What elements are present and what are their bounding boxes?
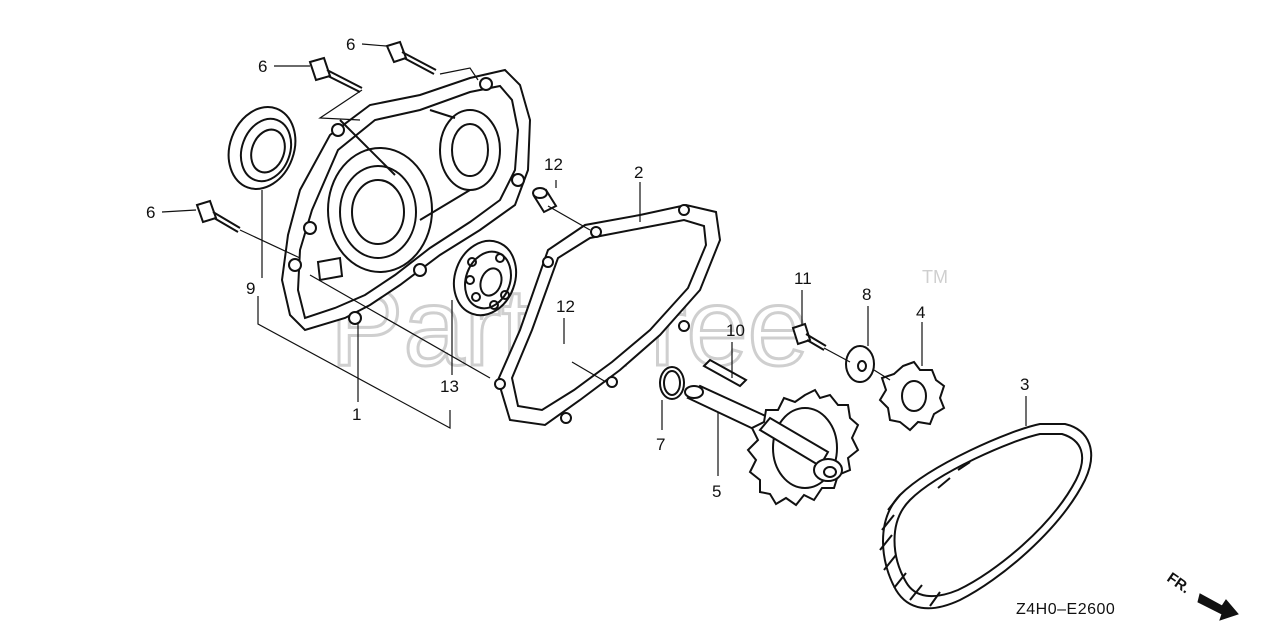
sprocket-shaft-part-5[interactable] <box>684 384 860 507</box>
case-cover-part-1[interactable] <box>280 68 532 332</box>
drive-chain-part-3[interactable] <box>879 423 1093 610</box>
bolt-part-11[interactable] <box>791 322 827 351</box>
leader-lines <box>161 43 1027 476</box>
arrow-right-icon <box>1197 593 1239 621</box>
callout-4[interactable]: 4 <box>916 303 925 322</box>
callout-2[interactable]: 2 <box>634 163 643 182</box>
ball-bearing-part-13[interactable] <box>444 232 526 324</box>
o-ring-part-7[interactable] <box>659 366 685 400</box>
callout-3[interactable]: 3 <box>1020 375 1029 394</box>
callout-12[interactable]: 12 <box>544 155 563 174</box>
callout-1[interactable]: 1 <box>352 405 361 424</box>
callout-9[interactable]: 10 <box>726 321 745 340</box>
front-direction-label: FR. <box>1164 569 1194 597</box>
flange-bolt-part-6-left[interactable] <box>195 199 241 233</box>
gasket-part-2[interactable] <box>494 203 722 427</box>
callout-13[interactable]: 13 <box>440 377 459 396</box>
oil-seal-part-10[interactable] <box>218 98 307 199</box>
callout-6[interactable]: 6 <box>258 57 267 76</box>
washer-part-8[interactable] <box>845 345 875 383</box>
callout-6[interactable]: 6 <box>346 35 355 54</box>
watermark-trademark: TM <box>922 267 948 287</box>
callout-12[interactable]: 12 <box>556 297 575 316</box>
diagram-code: Z4H0–E2600 <box>1016 601 1115 618</box>
callout-8[interactable]: 8 <box>862 285 871 304</box>
flange-bolt-part-6-top[interactable] <box>385 40 437 75</box>
callout-7[interactable]: 7 <box>656 435 665 454</box>
callout-11[interactable]: 11 <box>794 269 812 288</box>
callout-labels: 6 6 6 9 1 13 12 12 2 10 7 5 11 8 4 3 <box>146 35 1029 501</box>
dowel-pin-part-12-upper[interactable] <box>532 187 558 214</box>
flange-bolt-part-6-middle[interactable] <box>308 56 363 93</box>
callout-5[interactable]: 5 <box>712 482 721 501</box>
front-direction-marker: FR. <box>1164 569 1239 621</box>
key-part-9[interactable] <box>702 358 748 388</box>
callout-6[interactable]: 6 <box>146 203 155 222</box>
callout-10[interactable]: 9 <box>246 279 255 298</box>
drive-sprocket-part-4[interactable] <box>878 360 946 432</box>
